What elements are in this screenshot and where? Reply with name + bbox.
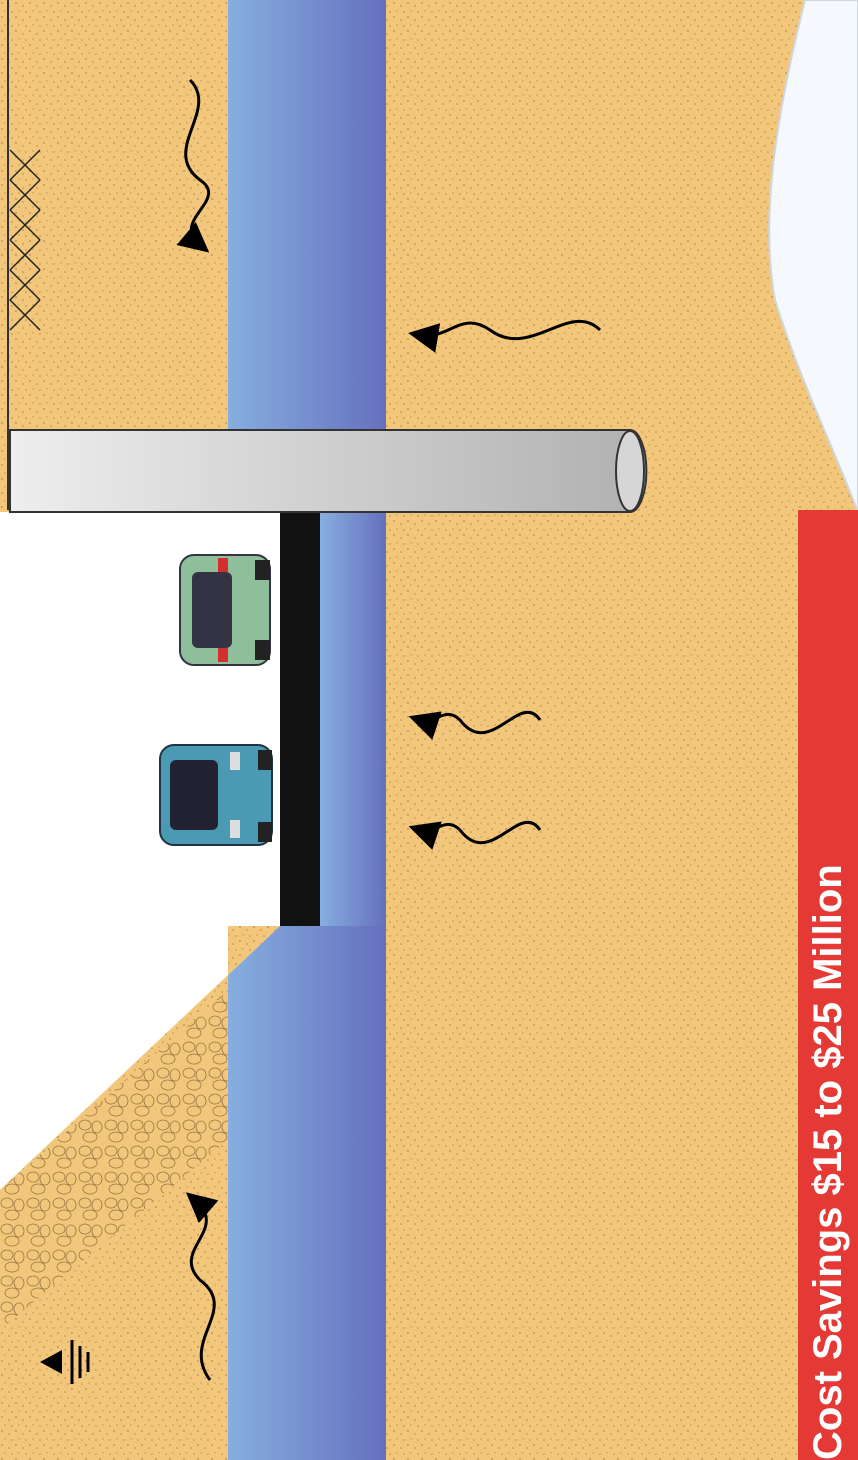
groundwater-under-deck: [320, 512, 386, 926]
cost-savings-banner: Cost Savings $15 to $25 Million: [798, 510, 858, 1460]
cutoff-wall: [10, 430, 646, 512]
car-front: [160, 745, 272, 845]
road-deck: [280, 512, 320, 926]
car-back: [180, 555, 270, 665]
cutoff-wall-end: [616, 431, 644, 511]
banner-text: Cost Savings $15 to $25 Million: [798, 510, 858, 1460]
